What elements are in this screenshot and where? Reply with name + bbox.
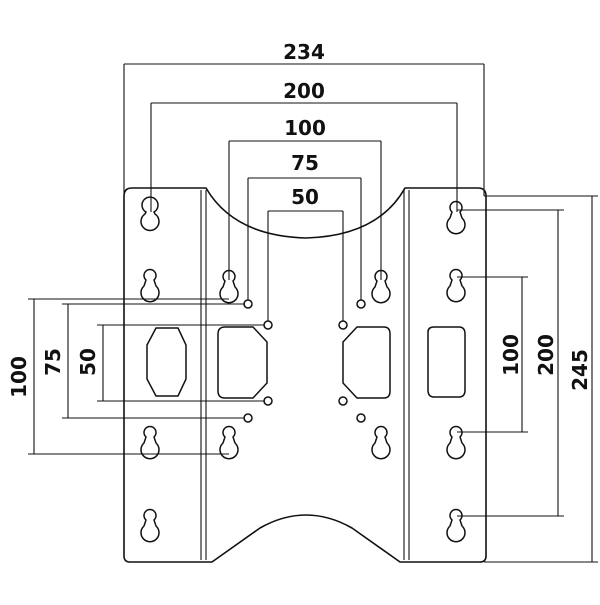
keyhole-slot [140,196,160,232]
hole-75-top-right [356,299,366,309]
hole-75-top-left [243,299,253,309]
hex-slot-inner-left [217,326,268,399]
rounded-slot-right [427,326,466,398]
left-plate [123,187,487,563]
keyhole-slots [140,196,466,543]
dim-left-50: 50 [76,348,100,376]
slot-cutouts [146,326,466,399]
keyhole-slot [446,508,466,543]
keyhole-slot [140,508,160,543]
hex-slot-left [146,327,187,397]
keyhole-slot [219,425,239,460]
keyhole-slot [371,425,391,460]
dim-left-100: 100 [7,356,31,398]
dim-right-100: 100 [499,334,523,376]
dim-right-200: 200 [534,334,558,376]
keyhole-slot [446,200,466,235]
hole-75-bottom-right [356,413,366,423]
hole-50-top-right [338,320,348,330]
dim-right-245: 245 [568,349,592,391]
hole-75-bottom-left [243,413,253,423]
dim-top-50: 50 [291,185,319,209]
keyhole-slot [140,425,160,460]
keyhole-slot [446,268,466,303]
keyhole-slot [219,269,239,304]
keyhole-slot [371,269,391,304]
keyhole-slot [446,425,466,460]
dim-left-75: 75 [41,348,65,376]
right-dimensions: 100 200 245 [457,195,598,563]
hole-50-bottom-left [263,396,273,406]
dim-top-75: 75 [291,151,319,175]
hex-slot-inner-right [342,326,391,399]
round-holes [243,299,366,423]
dim-top-100: 100 [284,116,326,140]
dim-top-234: 234 [283,40,325,64]
dim-top-200: 200 [283,79,325,103]
keyhole-slot [140,268,160,303]
hole-50-bottom-right [338,396,348,406]
hole-50-top-left [263,320,273,330]
top-dimensions: 234 200 100 75 50 [123,40,485,321]
left-dimensions: 100 75 50 [7,298,265,455]
